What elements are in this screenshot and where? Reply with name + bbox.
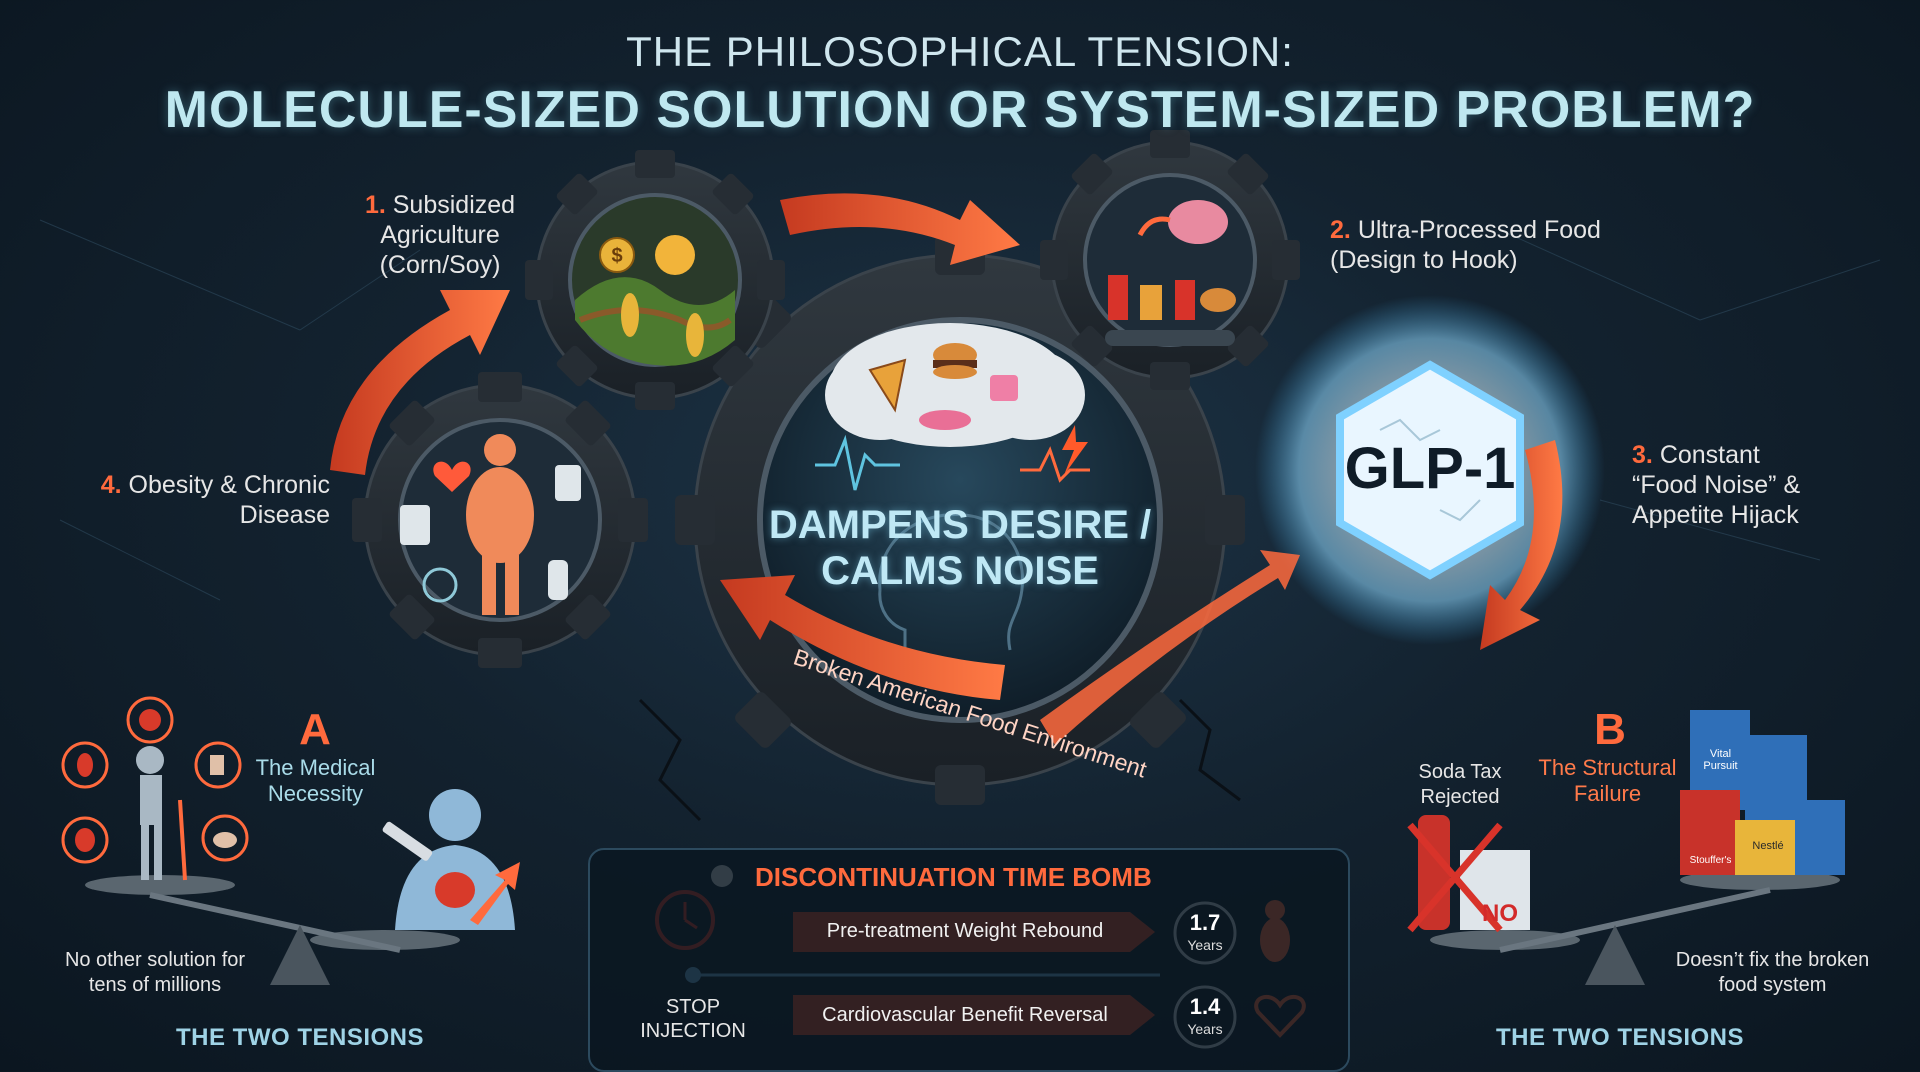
burger-icon-2 — [1200, 288, 1236, 312]
cycle-arrows — [330, 193, 1563, 700]
fries-icon — [1140, 285, 1162, 320]
brain-icon — [1168, 200, 1228, 244]
reject-x-icon — [1407, 822, 1503, 933]
background-network — [39, 219, 1881, 601]
soda-tax-label: Soda Tax Rejected — [1418, 761, 1502, 808]
syringe-icon — [382, 821, 433, 861]
no-vote-label: NO — [1482, 900, 1518, 927]
package-label-3: Stouffer's — [1689, 855, 1732, 866]
package-label-2: Nestlé — [1752, 840, 1784, 852]
scale-icon — [555, 465, 581, 501]
step-3-number: 3. — [1632, 441, 1653, 469]
heart-icon — [433, 461, 471, 492]
glp1-hexagon — [1255, 295, 1605, 645]
step-4-label: Obesity & Chronic Disease — [128, 471, 330, 529]
scale-a — [85, 875, 460, 985]
lungs-icon — [61, 816, 109, 864]
time-bomb-title: DISCONTINUATION TIME BOMB — [755, 862, 1152, 892]
gear-processed-food — [1040, 130, 1300, 390]
step-4: 4. Obesity & Chronic Disease — [95, 470, 330, 530]
tension-b-note: Doesn’t fix the broken food system — [1675, 949, 1870, 996]
cane-icon — [178, 799, 187, 881]
glucose-meter-icon — [400, 505, 430, 545]
tension-a-letter: A — [299, 705, 331, 754]
tension-b-footer: THE TWO TENSIONS — [1496, 1024, 1744, 1051]
corn-icon — [621, 293, 704, 357]
virus-icon — [422, 567, 458, 603]
knee-icon — [548, 560, 568, 600]
lightning-icon — [1062, 425, 1088, 475]
cardio-years-value: 1.4 — [1189, 994, 1221, 1019]
step-3-label: Constant “Food Noise” & Appetite Hijack — [1632, 441, 1801, 529]
dollar-icon: $ — [599, 237, 635, 273]
step-2-number: 2. — [1330, 216, 1351, 244]
tension-b-title: The Structural Failure — [1538, 755, 1677, 806]
step-2: 2. Ultra-Processed Food (Design to Hook) — [1330, 215, 1630, 275]
pizza-icon — [868, 358, 907, 413]
kidney-icon — [61, 741, 109, 789]
rebound-years-value: 1.7 — [1189, 910, 1221, 935]
up-arrow-icon — [470, 862, 520, 925]
soda-icon — [1108, 275, 1128, 320]
tension-a-title: The Medical Necessity — [255, 755, 376, 806]
burger-icon — [933, 343, 977, 379]
step-3: 3. Constant “Food Noise” & Appetite Hija… — [1632, 440, 1822, 530]
center-message: DAMPENS DESIRE / CALMS NOISE — [768, 503, 1152, 593]
dessert-icon — [919, 410, 971, 430]
bar-rebound-label: Pre-treatment Weight Rebound — [826, 920, 1104, 942]
stop-injection-label: STOP INJECTION — [640, 996, 746, 1042]
step-4-number: 4. — [100, 471, 122, 499]
tension-a-note: No other solution for tens of millions — [64, 949, 246, 996]
patient-icon — [395, 789, 515, 930]
step-1-number: 1. — [364, 191, 386, 219]
gear-agriculture — [525, 150, 785, 410]
header-subtitle: THE PHILOSOPHICAL TENSION: — [626, 28, 1294, 75]
step-1-label: Subsidized Agriculture (Corn/Soy) — [379, 191, 516, 279]
shatter-arrow — [1040, 550, 1300, 745]
rebound-years-unit: Years — [1187, 937, 1223, 953]
person-icon — [466, 434, 534, 615]
thought-cloud — [825, 323, 1085, 447]
drink-icon — [1175, 280, 1195, 320]
svg-text:$: $ — [611, 245, 622, 267]
tension-a-footer: THE TWO TENSIONS — [176, 1024, 424, 1051]
header-title: MOLECULE-SIZED SOLUTION OR SYSTEM-SIZED … — [164, 81, 1756, 139]
cardio-years-unit: Years — [1187, 1021, 1223, 1037]
tension-b-letter: B — [1594, 705, 1626, 754]
pulse-line-left — [815, 434, 900, 491]
head-outline — [878, 512, 1025, 655]
processed-food-packages-icon — [1680, 710, 1845, 875]
glp1-label: GLP-1 — [1344, 436, 1516, 501]
pulse-line-right — [1020, 446, 1090, 483]
foot-icon — [201, 814, 249, 862]
step-1: 1. Subsidized Agriculture (Corn/Soy) — [340, 190, 540, 280]
ground-cracks — [638, 698, 1241, 822]
bar-cardio-label: Cardiovascular Benefit Reversal — [822, 1004, 1108, 1026]
cake-icon — [990, 375, 1018, 401]
limb-icon — [194, 741, 242, 789]
package-label-1: Vital Pursuit — [1703, 748, 1738, 772]
elderly-person-icon — [136, 746, 164, 880]
step-2-label: Ultra-Processed Food (Design to Hook) — [1330, 216, 1601, 274]
hook-arrow-icon — [1137, 216, 1171, 237]
sun-icon — [655, 235, 695, 275]
heart-organ-icon — [126, 696, 174, 744]
